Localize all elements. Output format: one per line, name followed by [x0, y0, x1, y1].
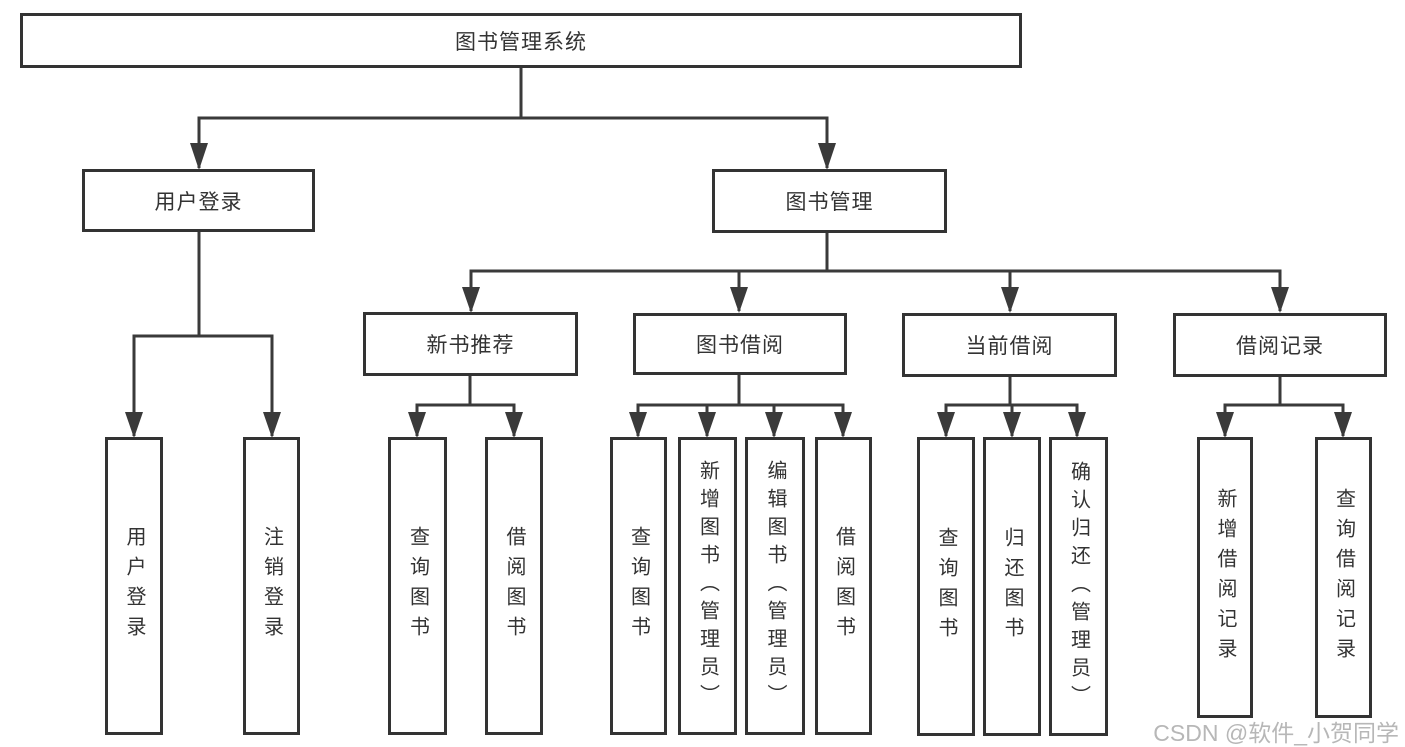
watermark-text: CSDN @软件_小贺同学	[1153, 720, 1399, 746]
arrowhead-icon	[408, 412, 426, 438]
arrowhead-icon	[505, 412, 523, 438]
arrowhead-icon	[1216, 412, 1234, 438]
arrowhead-icon	[462, 287, 480, 313]
leaf-confirm-return-admin: 确认归还（管理员）	[1049, 437, 1108, 736]
arrowhead-icon	[765, 412, 783, 438]
node-label: 确认归还（管理员）	[1067, 460, 1090, 713]
node-label: 借阅图书	[832, 526, 855, 646]
node-label: 编辑图书（管理员）	[764, 460, 786, 712]
node-label: 图书管理	[785, 191, 874, 214]
node-label: 查询图书	[627, 526, 650, 646]
arrowhead-icon	[834, 412, 852, 438]
arrowhead-icon	[937, 412, 955, 438]
arrowhead-icon	[1003, 412, 1021, 438]
node-label: 新书推荐	[426, 334, 515, 357]
leaf-borrow-books-borrowing: 借阅图书	[815, 437, 872, 735]
node-book-borrowing: 图书借阅	[633, 313, 847, 375]
arrowhead-icon	[1271, 287, 1289, 313]
arrowhead-icon	[818, 143, 836, 170]
node-label: 新增图书（管理员）	[696, 460, 719, 712]
arrowhead-icon	[1001, 287, 1019, 313]
leaf-edit-book-admin: 编辑图书（管理员）	[745, 437, 805, 735]
node-label: 归还图书	[1001, 526, 1023, 647]
leaf-return-books: 归还图书	[983, 437, 1041, 736]
leaf-query-borrow-record: 查询借阅记录	[1315, 437, 1372, 718]
node-label: 新增借阅记录	[1214, 487, 1236, 668]
node-label: 用户登录	[123, 526, 145, 646]
leaf-borrow-books-recommend: 借阅图书	[485, 437, 543, 735]
leaf-logout-login: 注销登录	[243, 437, 300, 735]
node-label: 查询借阅记录	[1332, 487, 1355, 668]
node-library-management-system: 图书管理系统	[20, 13, 1022, 68]
node-new-book-recommendation: 新书推荐	[363, 312, 578, 376]
node-label: 用户登录	[154, 190, 243, 214]
node-label: 借阅记录	[1236, 335, 1324, 358]
arrowhead-icon	[730, 287, 748, 313]
arrowhead-icon	[698, 412, 716, 438]
arrowhead-icon	[190, 143, 208, 170]
leaf-query-books-recommend: 查询图书	[388, 437, 447, 735]
node-borrowing-records: 借阅记录	[1173, 313, 1387, 377]
leaf-add-book-admin: 新增图书（管理员）	[678, 437, 737, 735]
arrowhead-icon	[125, 412, 143, 438]
node-user-login: 用户登录	[82, 169, 315, 232]
leaf-query-books-current: 查询图书	[917, 437, 975, 736]
node-label: 查询图书	[935, 526, 957, 647]
node-book-management: 图书管理	[712, 169, 947, 233]
connector-path	[132, 68, 1345, 436]
node-label: 图书管理系统	[455, 30, 587, 54]
node-current-borrowing: 当前借阅	[902, 313, 1117, 377]
arrowhead-icon	[629, 412, 647, 438]
leaf-user-login: 用户登录	[105, 437, 163, 735]
node-label: 当前借阅	[965, 335, 1054, 358]
arrowhead-icon	[263, 412, 281, 438]
node-label: 借阅图书	[503, 526, 525, 646]
arrowhead-icon	[1334, 412, 1352, 438]
node-label: 查询图书	[406, 526, 429, 646]
node-label: 注销登录	[260, 526, 283, 646]
leaf-add-borrow-record: 新增借阅记录	[1197, 437, 1253, 718]
node-label: 图书借阅	[696, 334, 784, 357]
leaf-query-books-borrowing: 查询图书	[610, 437, 667, 735]
arrowhead-icon	[1068, 412, 1086, 438]
